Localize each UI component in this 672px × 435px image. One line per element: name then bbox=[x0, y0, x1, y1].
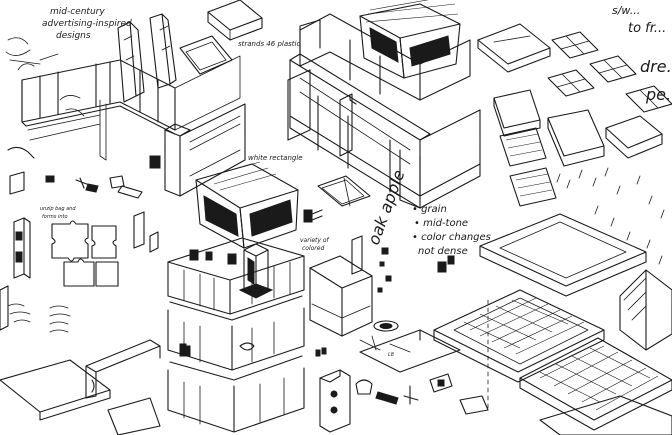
tray-stack bbox=[493, 89, 557, 207]
svg-text:• grain: • grain bbox=[412, 204, 447, 215]
note-strands: strands 46 plastic bbox=[238, 40, 300, 48]
sign-post bbox=[351, 235, 363, 275]
scattered-tools bbox=[315, 335, 489, 415]
svg-text:• mid-tone: • mid-tone bbox=[414, 218, 468, 229]
book-box bbox=[547, 109, 605, 167]
svg-text:mid-century: mid-century bbox=[50, 7, 105, 17]
fence-lower-center bbox=[359, 329, 461, 373]
lower-right-shape bbox=[539, 395, 672, 435]
dark-bits bbox=[377, 247, 455, 293]
scribble-left-2 bbox=[17, 53, 59, 71]
svg-text:not dense: not dense bbox=[418, 246, 468, 257]
note-grain-list: • grain • mid-tone • color changes not d… bbox=[412, 204, 491, 257]
tray-large-1 bbox=[477, 23, 551, 73]
note-white-rectangle: white rectangle bbox=[248, 154, 303, 162]
scribble-left bbox=[5, 37, 41, 65]
tray-mid-left bbox=[317, 175, 371, 207]
fence-tower bbox=[167, 237, 305, 433]
note-colors: colored bbox=[302, 245, 324, 252]
tray-right-lower bbox=[519, 337, 672, 431]
svg-text:• color changes: • color changes bbox=[412, 232, 491, 243]
large-tray bbox=[433, 289, 605, 383]
wall-panel-left bbox=[0, 285, 9, 331]
hook-items bbox=[7, 146, 143, 199]
gadget-box bbox=[319, 369, 351, 433]
small-block bbox=[149, 155, 161, 169]
puzzle-pieces bbox=[51, 220, 119, 287]
note-oak-apple: oak apple bbox=[364, 167, 409, 247]
rectangle-base bbox=[0, 359, 111, 421]
note-top-right-2: to fr... bbox=[628, 21, 666, 36]
corner-post bbox=[164, 103, 246, 197]
note-top-right-1: s/w... bbox=[612, 4, 640, 17]
chimney bbox=[238, 243, 274, 299]
svg-text:advertising-inspired: advertising-inspired bbox=[42, 19, 132, 29]
note-mid-century: mid-century advertising-inspired designs bbox=[42, 7, 132, 41]
post-left bbox=[13, 217, 31, 279]
fence-center bbox=[287, 19, 481, 209]
small-tray-top bbox=[179, 35, 233, 75]
svg-text:oak apple: oak apple bbox=[364, 167, 409, 247]
fence-top-left bbox=[21, 55, 241, 161]
tube-bench bbox=[85, 339, 161, 399]
bench-center bbox=[309, 255, 373, 337]
small-stand bbox=[133, 211, 159, 253]
clips-middle bbox=[303, 209, 323, 223]
tray-back bbox=[479, 213, 647, 297]
note-small-2: forms into bbox=[42, 214, 68, 220]
vertical-panels bbox=[117, 13, 177, 103]
note-right-1: dre... bbox=[640, 57, 672, 76]
hatched-box-top bbox=[359, 0, 461, 79]
note-right-2: pe... bbox=[645, 85, 672, 104]
tower-items bbox=[179, 249, 255, 357]
note-scribble-a bbox=[59, 95, 85, 117]
shed-box bbox=[619, 269, 672, 351]
note-tiny-center: L8 bbox=[388, 352, 394, 358]
svg-text:designs: designs bbox=[56, 31, 91, 41]
rain-drops bbox=[556, 167, 665, 265]
grid-panels-top bbox=[547, 31, 672, 113]
hatched-box-mid bbox=[195, 161, 299, 249]
round-dish bbox=[373, 320, 399, 332]
tray-right bbox=[605, 115, 663, 159]
note-variety: variety of bbox=[300, 237, 330, 244]
note-lower-left bbox=[7, 303, 71, 333]
note-small-1: unzip bag and bbox=[40, 206, 76, 212]
basket-bottom bbox=[107, 397, 161, 435]
planter-top bbox=[207, 0, 263, 41]
